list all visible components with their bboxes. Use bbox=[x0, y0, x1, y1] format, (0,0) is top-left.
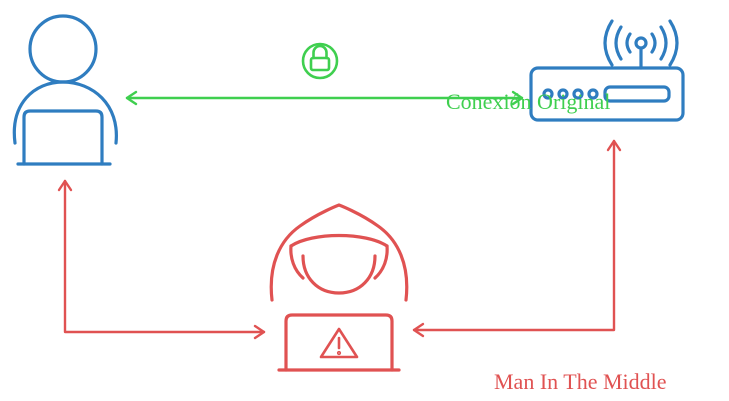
wifi-router-icon bbox=[529, 19, 685, 122]
user-laptop-icon bbox=[12, 14, 118, 166]
man-in-the-middle-label: Man In The Middle bbox=[494, 369, 667, 394]
original-connection-label: Conexión Original bbox=[446, 89, 611, 114]
mitm-path-router-arrow bbox=[412, 139, 622, 338]
hooded-attacker-laptop-icon bbox=[269, 203, 409, 372]
warning-triangle-icon bbox=[319, 327, 359, 359]
padlock-icon bbox=[301, 42, 339, 80]
original-connection-arrow bbox=[125, 90, 524, 106]
mitm-path-user-arrow bbox=[57, 179, 266, 340]
